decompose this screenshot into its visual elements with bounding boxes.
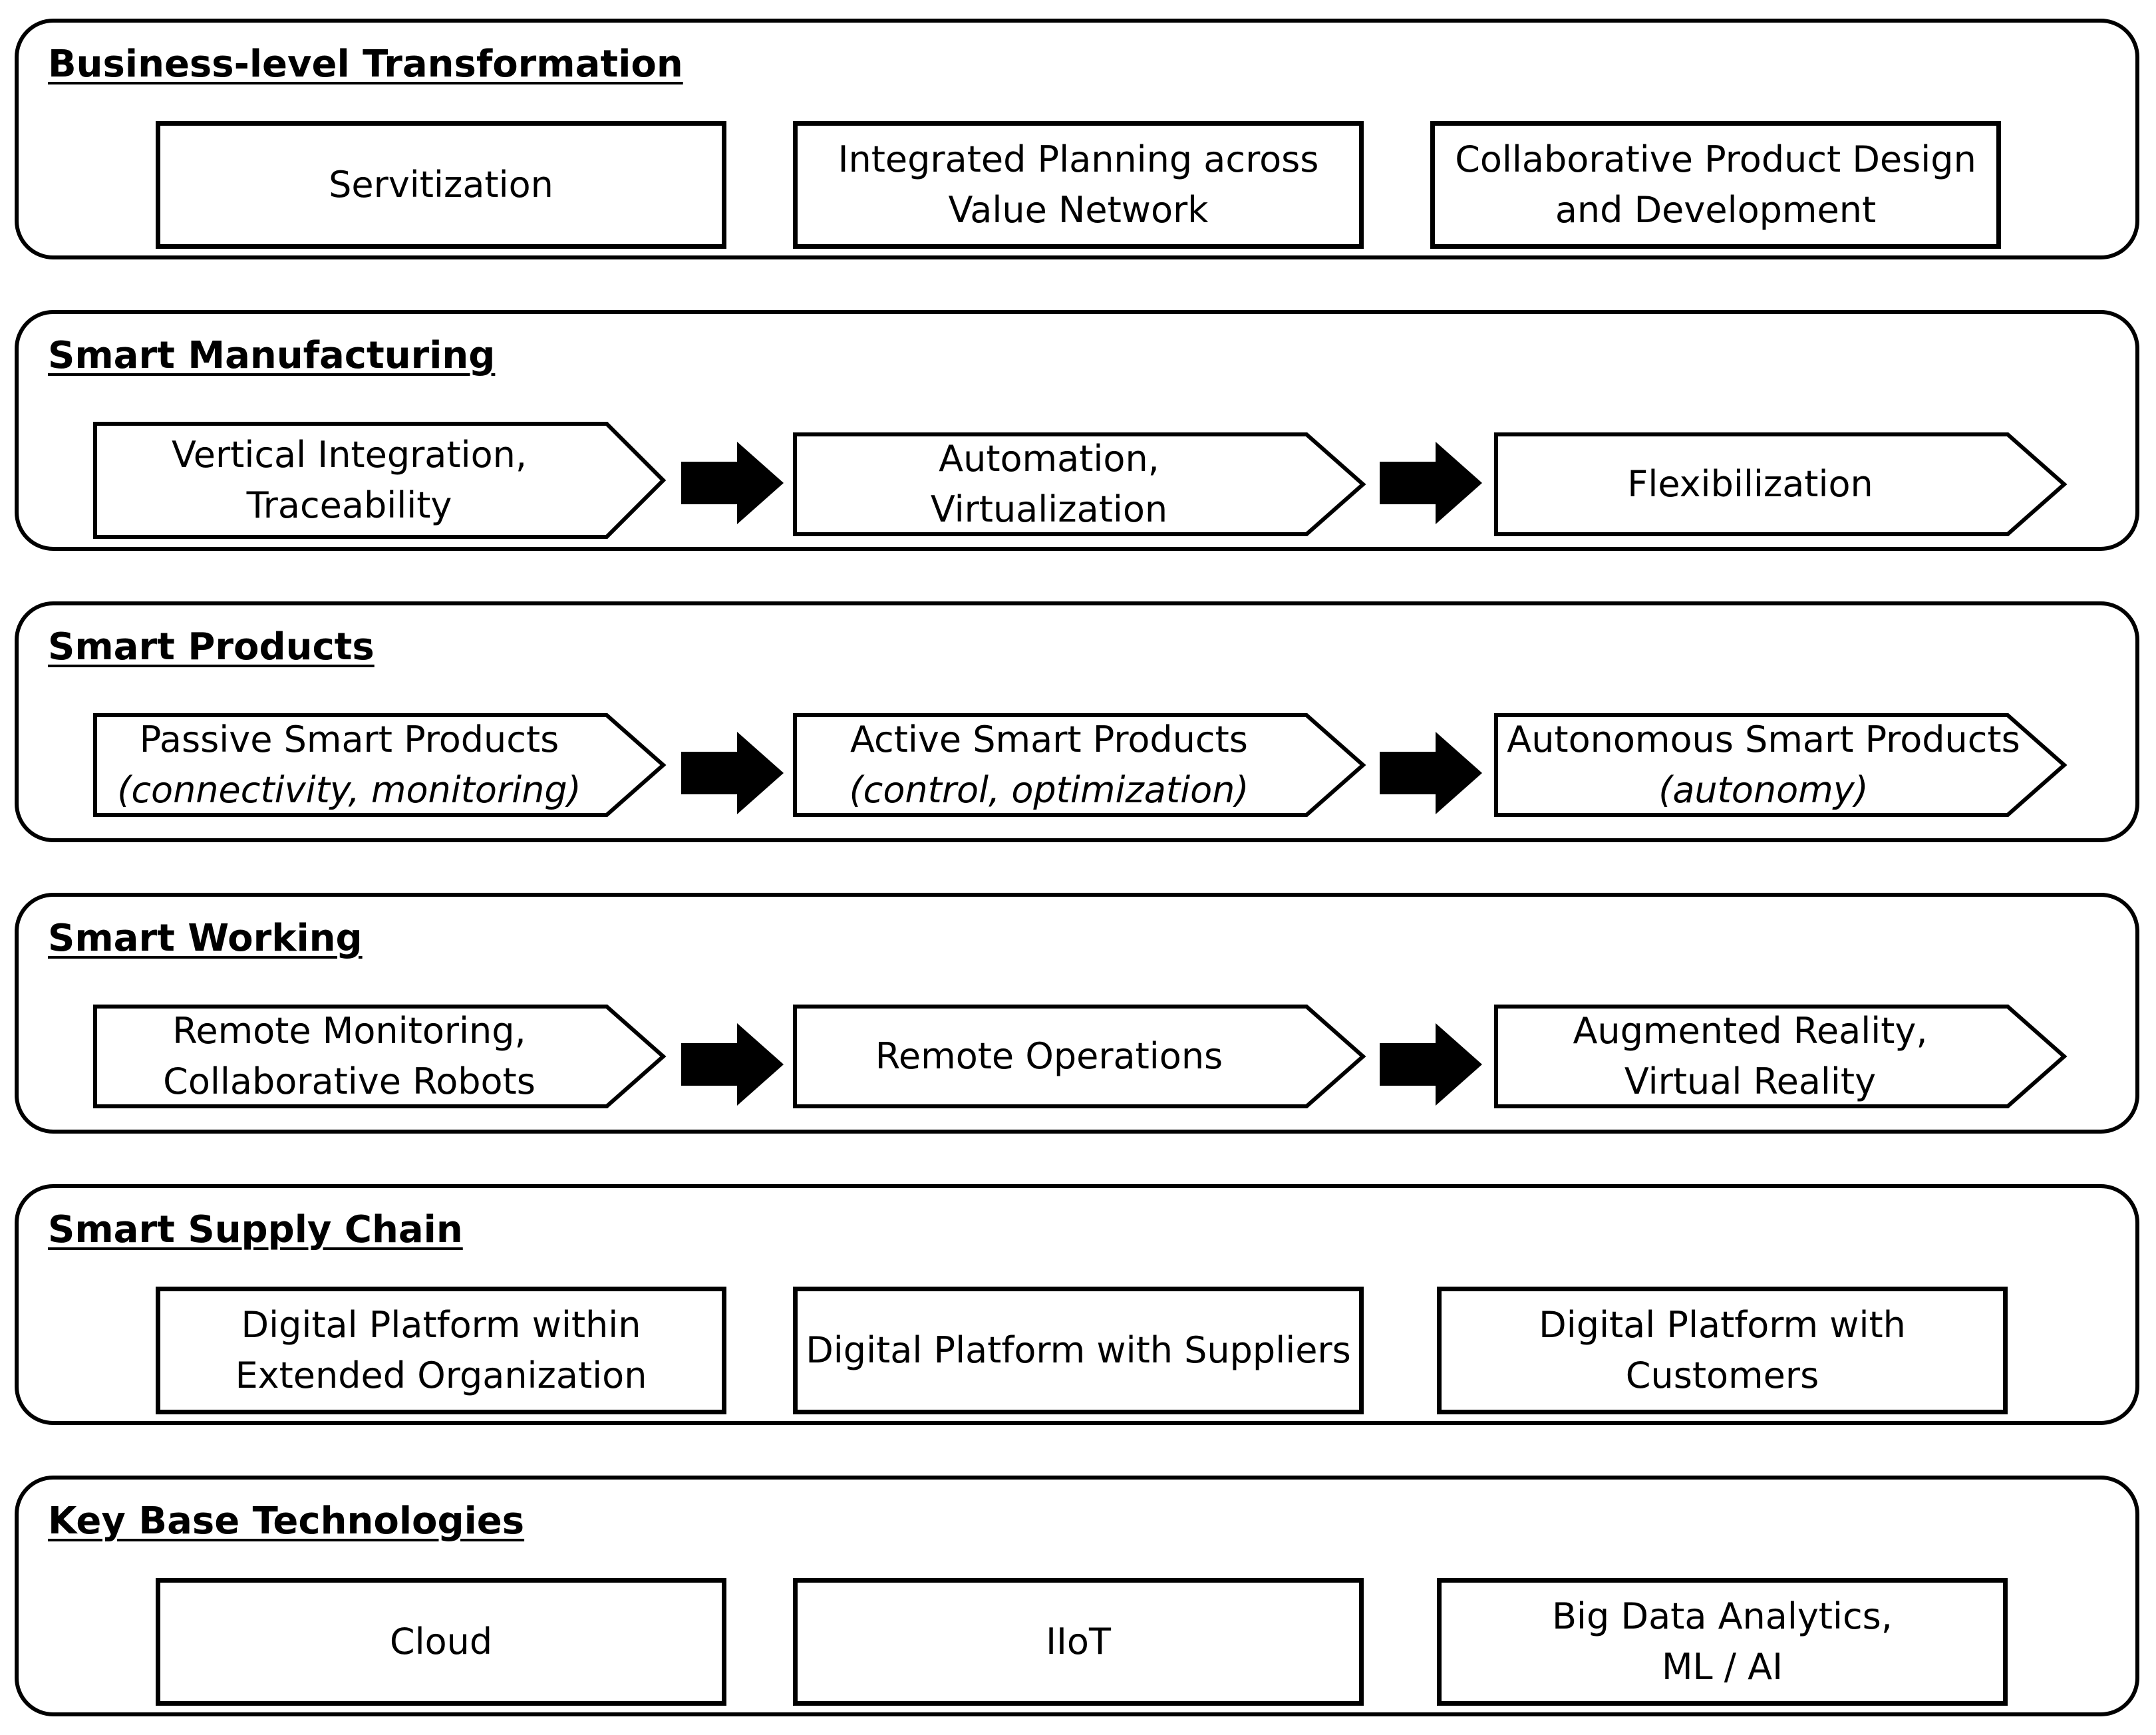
right-arrow-icon bbox=[1380, 1023, 1482, 1106]
box-label-line-1: Collaborative Product Design bbox=[1455, 138, 1976, 180]
chevron-label-line-1: Autonomous Smart Products bbox=[1507, 718, 2020, 760]
right-arrow-icon bbox=[681, 1023, 784, 1106]
chevron-label-line-1: Active Smart Products bbox=[850, 718, 1248, 760]
box-iiot: IIoT bbox=[793, 1578, 1364, 1706]
right-arrow-icon bbox=[1380, 442, 1482, 524]
panel-title: Smart Products bbox=[48, 625, 375, 669]
chevron-label: Remote Operations bbox=[875, 1035, 1223, 1077]
chevron-passive-smart-products: Passive Smart Products (connectivity, mo… bbox=[93, 713, 667, 817]
panel-smart-products: Smart Products Passive Smart Products (c… bbox=[15, 601, 2139, 842]
box-label: IIoT bbox=[1046, 1621, 1111, 1662]
box-platform-suppliers: Digital Platform with Suppliers bbox=[793, 1287, 1364, 1414]
panel-title: Smart Working bbox=[48, 917, 363, 960]
chevron-label-line-1: Passive Smart Products bbox=[139, 718, 559, 760]
chevron-remote-monitoring: Remote Monitoring, Collaborative Robots bbox=[93, 1005, 667, 1108]
chevron-vertical-integration: Vertical Integration, Traceability bbox=[93, 422, 667, 539]
chevron-label-line-2: (control, optimization) bbox=[849, 769, 1249, 811]
box-label: Cloud bbox=[389, 1621, 493, 1662]
chevron-autonomous-smart-products: Autonomous Smart Products (autonomy) bbox=[1494, 713, 2068, 817]
panel-title: Smart Manufacturing bbox=[48, 334, 496, 377]
chevron-label-line-2: Collaborative Robots bbox=[163, 1060, 536, 1102]
box-label-line-1: Big Data Analytics, bbox=[1552, 1595, 1893, 1637]
right-arrow-icon bbox=[1380, 732, 1482, 814]
chevron-flexibilization: Flexibilization bbox=[1494, 432, 2068, 536]
chevron-active-smart-products: Active Smart Products (control, optimiza… bbox=[793, 713, 1366, 817]
box-big-data-analytics: Big Data Analytics, ML / AI bbox=[1437, 1578, 2008, 1706]
chevron-remote-operations: Remote Operations bbox=[793, 1005, 1366, 1108]
box-collaborative-design: Collaborative Product Design and Develop… bbox=[1430, 121, 2001, 249]
box-integrated-planning: Integrated Planning across Value Network bbox=[793, 121, 1364, 249]
panel-title: Business-level Transformation bbox=[48, 43, 683, 86]
box-platform-extended-organization: Digital Platform within Extended Organiz… bbox=[156, 1287, 726, 1414]
panel-smart-manufacturing: Smart Manufacturing Vertical Integration… bbox=[15, 310, 2139, 551]
chevron-label-line-1: Automation, bbox=[939, 438, 1159, 480]
panel-title: Smart Supply Chain bbox=[48, 1208, 463, 1251]
box-label-line-1: Digital Platform with bbox=[1539, 1304, 1906, 1346]
box-cloud: Cloud bbox=[156, 1578, 726, 1706]
chevron-augmented-reality: Augmented Reality, Virtual Reality bbox=[1494, 1005, 2068, 1108]
chevron-automation: Automation, Virtualization bbox=[793, 432, 1366, 536]
panel-business-level-transformation: Business-level Transformation Servitizat… bbox=[15, 19, 2139, 259]
box-label-line-1: Integrated Planning across bbox=[838, 138, 1319, 180]
chevron-label-line-1: Remote Monitoring, bbox=[172, 1010, 526, 1052]
panel-smart-supply-chain: Smart Supply Chain Digital Platform with… bbox=[15, 1184, 2139, 1425]
chevron-label: Flexibilization bbox=[1627, 463, 1873, 505]
chevron-label-line-2: Virtualization bbox=[930, 488, 1168, 530]
box-label-line-2: Customers bbox=[1625, 1354, 1819, 1396]
chevron-label-line-2: (autonomy) bbox=[1658, 769, 1869, 811]
box-platform-customers: Digital Platform with Customers bbox=[1437, 1287, 2008, 1414]
panel-smart-working: Smart Working Remote Monitoring, Collabo… bbox=[15, 893, 2139, 1134]
box-label-line-1: Digital Platform within bbox=[241, 1304, 641, 1346]
box-label-line-2: Value Network bbox=[948, 189, 1209, 231]
box-label: Servitization bbox=[329, 164, 553, 206]
box-label-line-2: and Development bbox=[1555, 189, 1877, 231]
panel-title: Key Base Technologies bbox=[48, 1499, 525, 1543]
right-arrow-icon bbox=[681, 732, 784, 814]
chevron-label-line-1: Vertical Integration, bbox=[171, 434, 527, 476]
box-label-line-2: ML / AI bbox=[1661, 1646, 1783, 1688]
chevron-label-line-2: Virtual Reality bbox=[1624, 1060, 1877, 1102]
right-arrow-icon bbox=[681, 442, 784, 524]
box-servitization: Servitization bbox=[156, 121, 726, 249]
panel-key-base-technologies: Key Base Technologies Cloud IIoT Big Dat… bbox=[15, 1476, 2139, 1716]
chevron-label-line-1: Augmented Reality, bbox=[1573, 1010, 1928, 1052]
chevron-label-line-2: (connectivity, monitoring) bbox=[117, 769, 581, 811]
chevron-label-line-2: Traceability bbox=[246, 484, 452, 526]
box-label: Digital Platform with Suppliers bbox=[806, 1329, 1351, 1371]
box-label-line-2: Extended Organization bbox=[235, 1354, 647, 1396]
